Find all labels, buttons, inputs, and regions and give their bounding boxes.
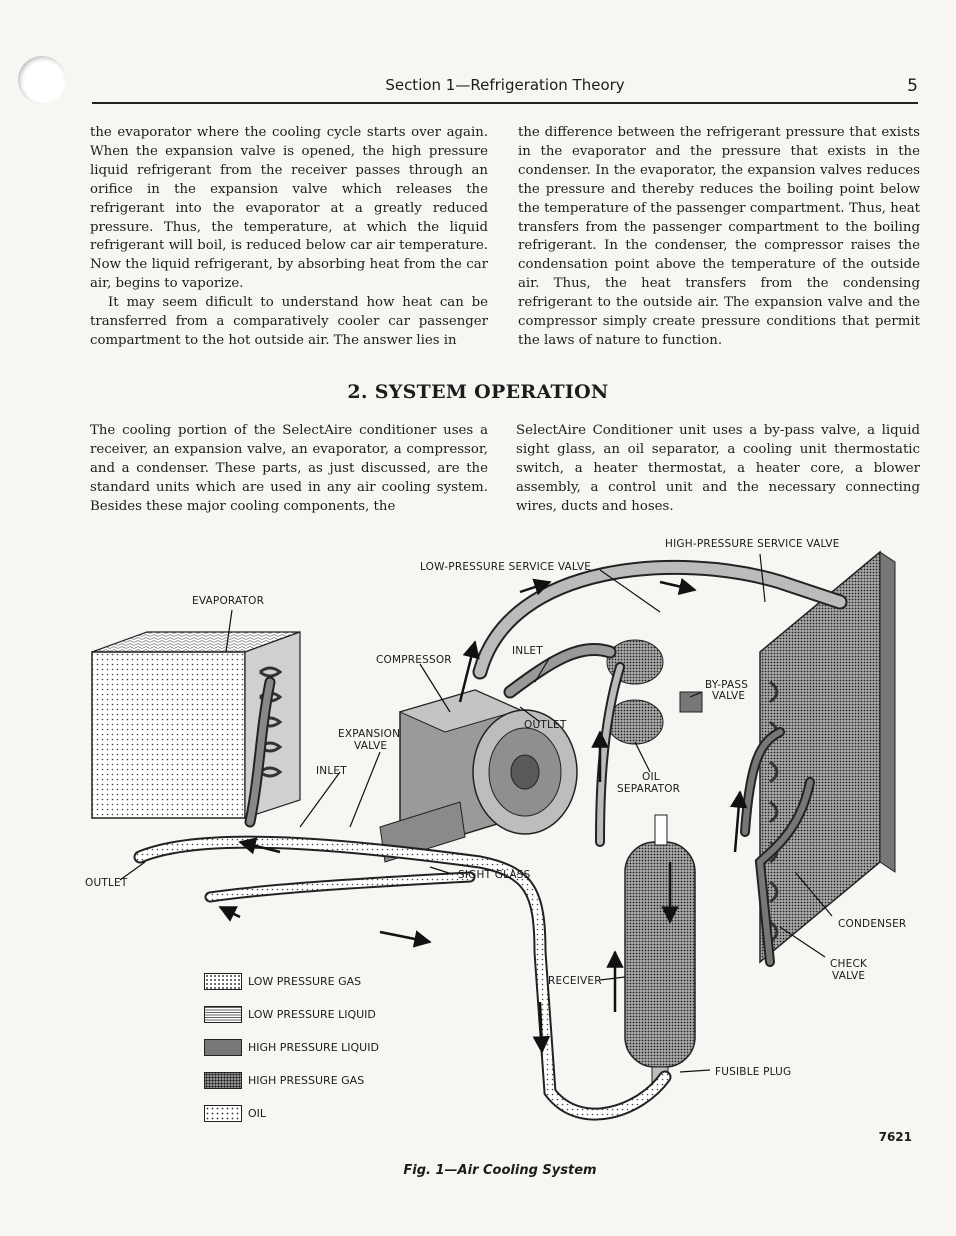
legend-label: HIGH PRESSURE GAS	[248, 1074, 365, 1087]
label-evaporator: EVAPORATOR	[192, 595, 264, 607]
figure-number: 7621	[878, 1130, 912, 1144]
oil-separator	[606, 639, 703, 745]
section-header-title: Section 1—Refrigeration Theory	[385, 76, 625, 94]
paragraph: the evaporator where the cooling cycle s…	[90, 125, 488, 292]
legend-label: HIGH PRESSURE LIQUID	[248, 1041, 379, 1054]
legend-item: HIGH PRESSURE GAS	[204, 1064, 379, 1097]
legend-swatch-high-pressure-gas	[204, 1072, 242, 1089]
receiver	[624, 814, 696, 1084]
label-sight-glass: SIGHT GLASS	[458, 869, 531, 881]
air-cooling-system-diagram: HIGH-PRESSURE SERVICE VALVE LOW-PRESSURE…	[85, 538, 906, 1121]
legend-swatch-low-pressure-liquid	[204, 1006, 242, 1023]
label-outlet-left: OUTLET	[85, 877, 128, 889]
legend-item: LOW PRESSURE LIQUID	[204, 998, 379, 1031]
section-left-column: The cooling portion of the SelectAire co…	[90, 422, 488, 517]
label-receiver: RECEIVER	[548, 975, 602, 987]
label-low-pressure-service-valve: LOW-PRESSURE SERVICE VALVE	[420, 561, 591, 573]
legend-swatch-high-pressure-liquid	[204, 1039, 242, 1056]
legend-item: LOW PRESSURE GAS	[204, 965, 379, 998]
label-oil-separator-2: SEPARATOR	[617, 783, 680, 795]
legend-label: OIL	[248, 1107, 267, 1120]
label-outlet-mid: OUTLET	[524, 719, 567, 731]
legend-label: LOW PRESSURE LIQUID	[248, 1008, 376, 1021]
label-expansion-valve-2: VALVE	[354, 740, 387, 752]
legend-label: LOW PRESSURE GAS	[248, 975, 362, 988]
paragraph: the difference between the refrigerant p…	[518, 125, 920, 348]
binder-hole	[18, 56, 66, 104]
top-left-column: the evaporator where the cooling cycle s…	[90, 124, 488, 351]
legend-item: HIGH PRESSURE LIQUID	[204, 1031, 379, 1064]
label-check-valve-1: CHECK	[830, 958, 868, 970]
label-condenser: CONDENSER	[838, 918, 906, 930]
evaporator	[91, 631, 301, 819]
label-fusible-plug: FUSIBLE PLUG	[715, 1066, 791, 1078]
label-check-valve-2: VALVE	[832, 970, 865, 982]
label-oil-separator-1: OIL	[642, 771, 660, 783]
condenser	[759, 550, 896, 964]
figure-caption: Fig. 1—Air Cooling System	[403, 1163, 597, 1178]
top-right-column: the difference between the refrigerant p…	[518, 124, 920, 351]
label-inlet-left: INLET	[316, 765, 347, 777]
leader-lines	[119, 553, 833, 1073]
paragraph: The cooling portion of the SelectAire co…	[90, 423, 488, 514]
label-compressor: COMPRESSOR	[376, 654, 452, 666]
page-header: Section 1—Refrigeration Theory 5	[92, 74, 918, 104]
legend-swatch-oil	[204, 1105, 242, 1122]
paragraph: It may seem dificult to understand how h…	[90, 295, 488, 348]
label-inlet-top: INLET	[512, 645, 543, 657]
label-expansion-valve-1: EXPANSION	[338, 728, 400, 740]
section-title: 2. SYSTEM OPERATION	[347, 381, 609, 403]
legend: LOW PRESSURE GAS LOW PRESSURE LIQUID HIG…	[204, 965, 379, 1130]
label-bypass-valve-2: VALVE	[712, 690, 745, 702]
label-high-pressure-service-valve: HIGH-PRESSURE SERVICE VALVE	[665, 538, 840, 550]
section-right-column: SelectAire Conditioner unit uses a by-pa…	[516, 422, 920, 517]
compressor	[379, 689, 578, 863]
legend-item: OIL	[204, 1097, 379, 1130]
legend-swatch-low-pressure-gas	[204, 973, 242, 990]
page-number: 5	[907, 76, 918, 96]
label-bypass-valve-1: BY-PASS	[705, 679, 748, 691]
flow-arrows	[218, 577, 748, 1054]
paragraph: SelectAire Conditioner unit uses a by-pa…	[516, 423, 920, 514]
